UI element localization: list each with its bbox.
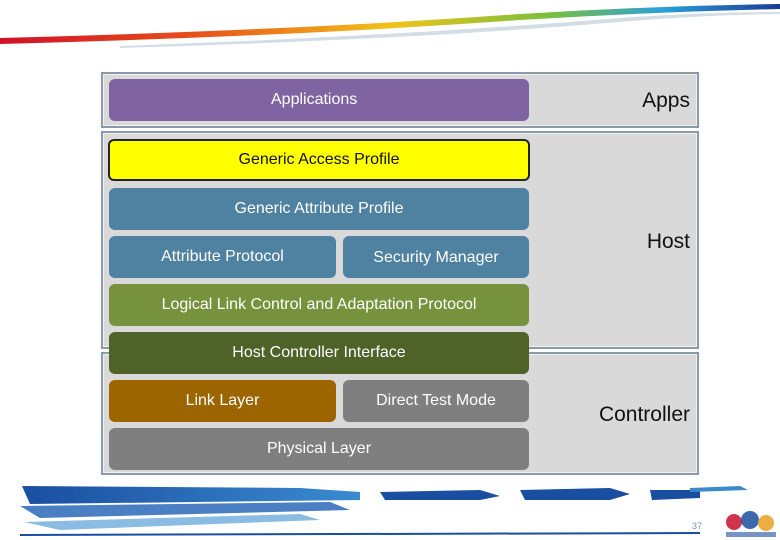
generic-attribute-profile-block: Generic Attribute Profile: [109, 188, 529, 230]
physical-layer-block: Physical Layer: [109, 428, 529, 470]
page-number: 37: [692, 521, 703, 531]
l2cap-block: Logical Link Control and Adaptation Prot…: [109, 284, 529, 326]
top-rainbow-stripe: [0, 4, 780, 48]
generic-access-profile-block: Generic Access Profile: [108, 139, 530, 181]
controller-layer-label: Controller: [598, 403, 690, 426]
link-layer-block: Link Layer: [109, 380, 336, 422]
attribute-protocol-block: Attribute Protocol: [109, 236, 336, 278]
applications-block: Applications: [109, 79, 529, 121]
logo-icon: [726, 511, 776, 537]
host-controller-interface-block: Host Controller Interface: [109, 332, 529, 374]
host-layer-label: Host: [646, 230, 690, 253]
bottom-decorative-stripes: [20, 486, 748, 536]
direct-test-mode-block: Direct Test Mode: [343, 380, 529, 422]
security-manager-block: Security Manager: [343, 236, 529, 278]
apps-layer-label: Apps: [642, 89, 690, 112]
